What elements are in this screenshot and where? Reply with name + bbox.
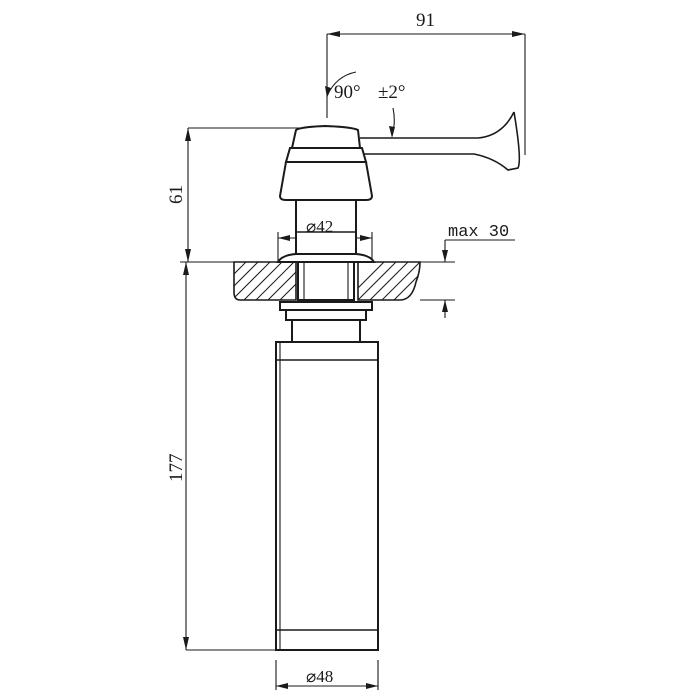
body-diameter-label: ⌀48: [306, 667, 333, 686]
angle-label: 90°: [334, 82, 361, 103]
bottle-body: [275, 341, 379, 651]
head-height-label: 61: [166, 185, 187, 204]
max-thickness-label: max 30: [448, 223, 509, 242]
body-length-label: 177: [166, 454, 187, 483]
dispenser-head: [278, 111, 521, 263]
neck-diameter-label: ⌀42: [306, 217, 333, 236]
countertop-section: [233, 261, 421, 301]
mounting-flange: [276, 253, 376, 343]
spout-reach-label: 91: [416, 10, 435, 31]
tolerance-label: ±2°: [378, 82, 406, 103]
